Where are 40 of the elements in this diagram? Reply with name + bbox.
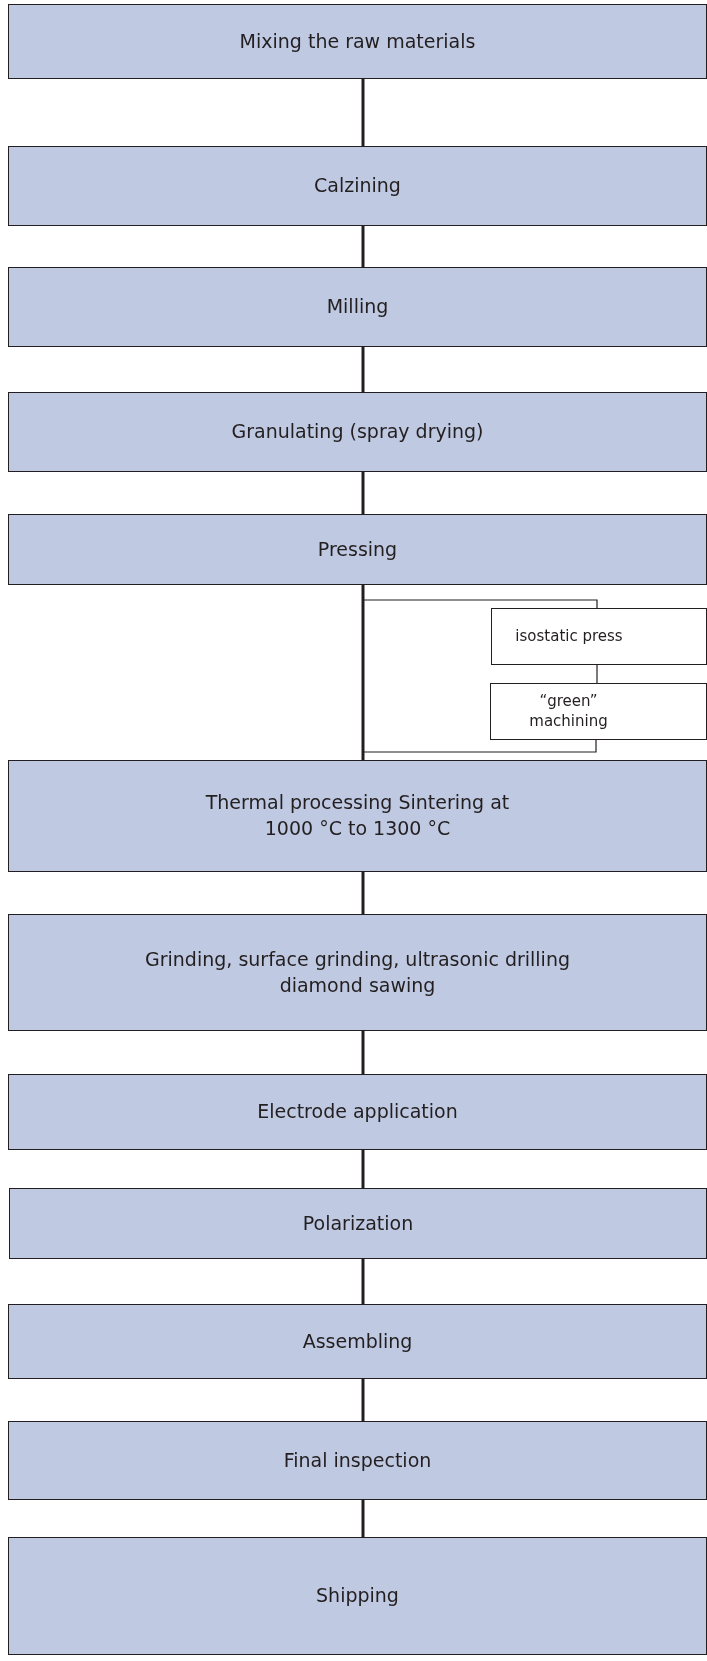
process-box <box>8 146 707 226</box>
process-box <box>8 1074 707 1150</box>
process-box <box>8 1537 707 1655</box>
connector-line <box>361 585 365 760</box>
step-label: Pressing <box>316 536 399 562</box>
sub-process-box <box>490 683 707 740</box>
connector-line <box>361 1031 365 1074</box>
step-label: isostatic press <box>514 626 624 647</box>
process-box <box>8 267 707 347</box>
connector-line <box>361 872 365 914</box>
connector-line <box>361 1379 365 1421</box>
process-box <box>8 1421 707 1500</box>
step-label: Electrode application <box>256 1099 459 1125</box>
connector-line <box>361 1500 365 1537</box>
connector-line <box>361 226 365 267</box>
connector-line <box>361 347 365 392</box>
step-label: Milling <box>325 294 390 320</box>
step-label: Granulating (spray drying) <box>230 419 485 445</box>
step-label: Calzining <box>313 173 402 199</box>
step-label: Thermal processing Sintering at 1000 °C to 1300 °C <box>204 790 511 841</box>
connector-line <box>596 664 598 684</box>
step-label: Shipping <box>315 1583 400 1609</box>
step-label: Polarization <box>301 1210 415 1236</box>
step-label: Grinding, surface grinding, ultrasonic drilling diamond sawing <box>144 946 571 998</box>
process-box <box>8 392 707 472</box>
process-box <box>9 1188 707 1259</box>
sub-process-box <box>491 608 707 665</box>
process-box <box>8 4 707 79</box>
connector-line <box>361 472 365 514</box>
connector-line <box>361 1259 365 1304</box>
process-box <box>8 914 707 1031</box>
step-label: Assembling <box>301 1328 414 1354</box>
step-label: Final inspection <box>282 1447 433 1473</box>
connector-line <box>361 79 365 146</box>
process-box <box>8 760 707 872</box>
step-label: Mixing the raw materials <box>238 28 477 54</box>
step-label: “green” machining <box>528 692 609 731</box>
connector-line <box>361 1150 365 1188</box>
process-box <box>8 514 707 585</box>
process-box <box>8 1304 707 1379</box>
